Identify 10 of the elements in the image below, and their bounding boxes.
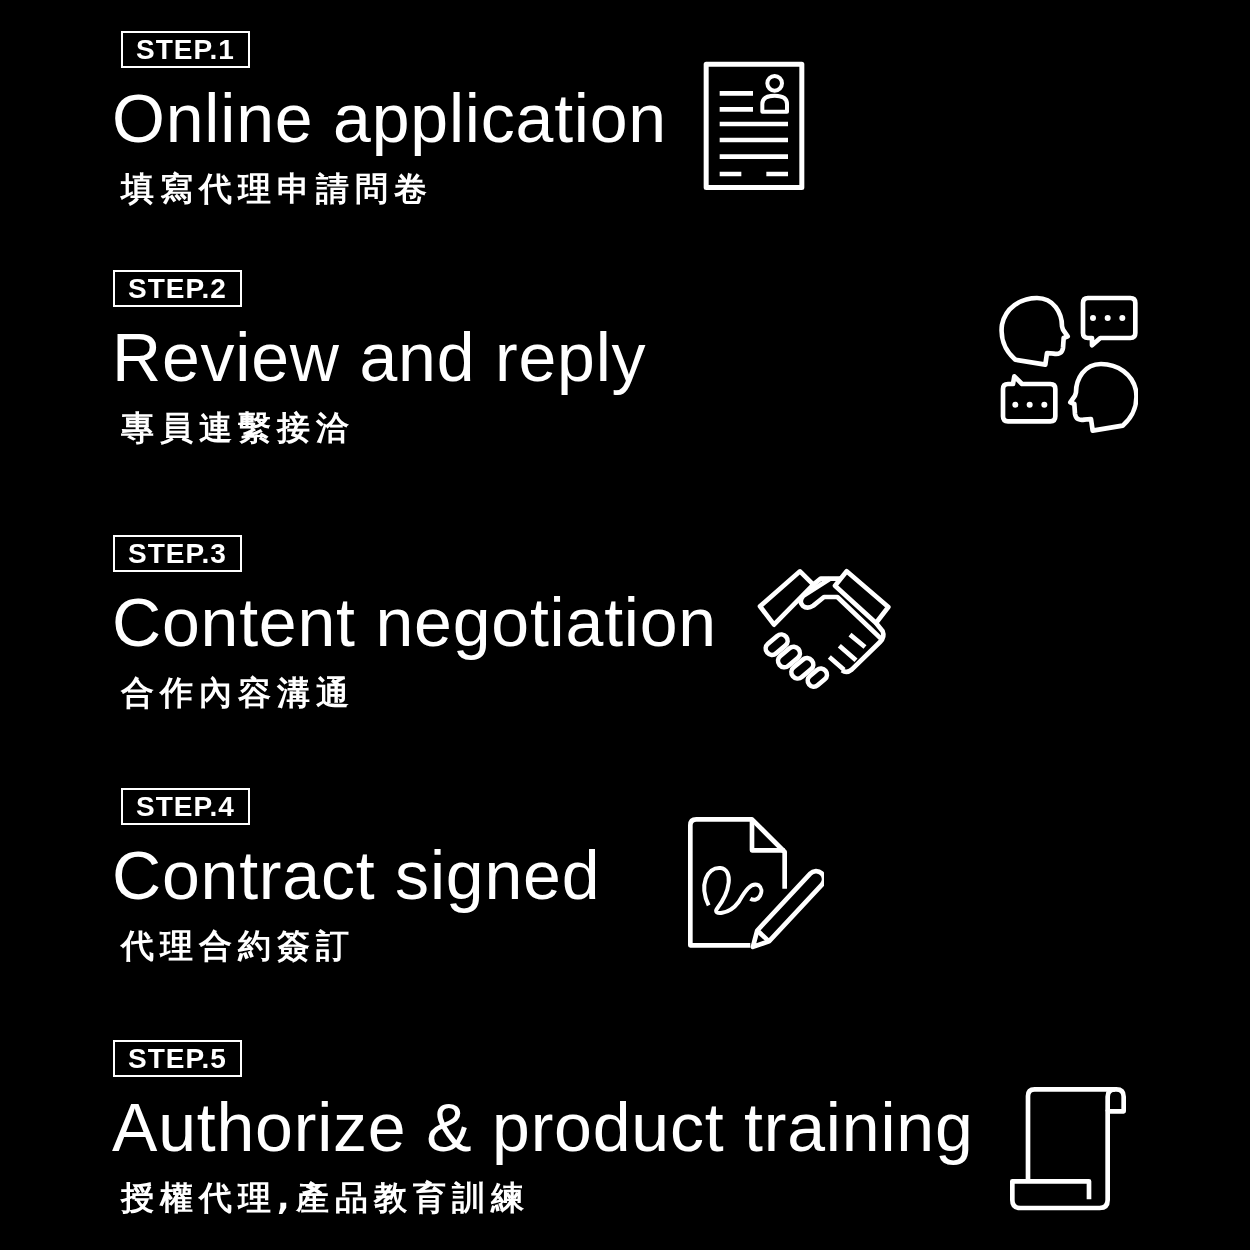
step-badge: STEP.3 [113, 535, 242, 572]
step-badge: STEP.2 [113, 270, 242, 307]
step-subtitle: 代理合約簽訂 [121, 928, 355, 964]
step-subtitle: 合作內容溝通 [121, 675, 355, 711]
step-badge: STEP.1 [121, 31, 250, 68]
step-subtitle: 授權代理,產品教育訓練 [121, 1180, 530, 1216]
step-badge: STEP.4 [121, 788, 250, 825]
step-subtitle: 專員連繫接洽 [121, 410, 355, 446]
step-subtitle: 填寫代理申請問卷 [121, 171, 433, 207]
step-badge: STEP.5 [113, 1040, 242, 1077]
